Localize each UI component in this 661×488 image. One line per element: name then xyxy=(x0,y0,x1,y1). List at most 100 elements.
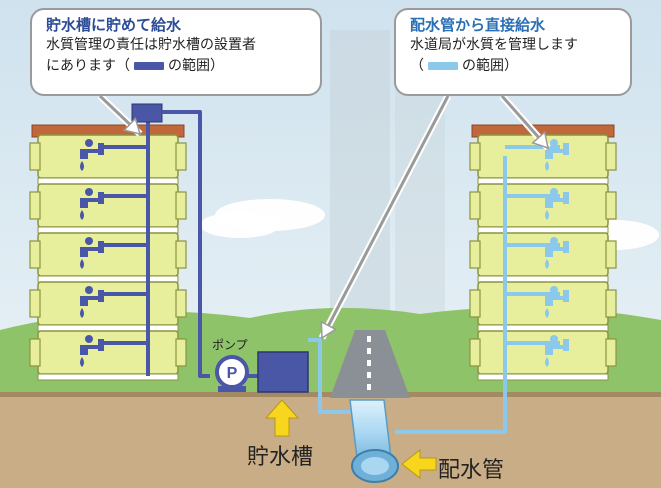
distribution-pipe-arrow-icon xyxy=(401,448,437,480)
building-floor xyxy=(477,183,609,228)
background-building xyxy=(330,30,390,320)
building-floor xyxy=(477,232,609,277)
road-marking xyxy=(367,360,371,366)
faucet-direct-icon-drop xyxy=(545,161,549,171)
ground xyxy=(0,395,661,488)
faucet-direct-icon-drop xyxy=(545,308,549,318)
background-building-2 xyxy=(395,90,445,320)
faucet-tank-icon xyxy=(80,143,104,159)
faucet-tank-icon xyxy=(80,339,104,355)
balcony-right xyxy=(175,191,187,220)
faucet-tank-icon-drop xyxy=(80,308,84,318)
callout-tank-supply: 貯水槽に貯めて給水 水質管理の責任は貯水槽の設置者 にあります（ の範囲） xyxy=(30,8,322,96)
tank-supply-pipe xyxy=(162,110,210,378)
road-marking xyxy=(367,348,371,354)
building-floor xyxy=(37,183,179,228)
pump-base xyxy=(218,386,246,392)
floor-slab xyxy=(37,373,179,381)
pointer-to-tank-arrow-head xyxy=(122,117,142,136)
building-floor xyxy=(477,281,609,326)
balcony-right xyxy=(605,240,617,269)
faucet-tank-icon-handle xyxy=(85,188,93,196)
faucet-direct-icon-drop xyxy=(545,259,549,269)
rooftop-tank xyxy=(131,103,163,123)
balcony-left xyxy=(29,240,41,269)
balcony-left xyxy=(29,289,41,318)
tank-pipe-swatch xyxy=(134,62,164,70)
callout-tank-supply-line2: にあります（ の範囲） xyxy=(46,56,308,77)
faucet-tank-icon xyxy=(80,290,104,306)
storage-tank-label: 貯水槽 xyxy=(247,445,314,470)
callout-direct-supply-line2-pre: （ xyxy=(410,58,424,74)
faucet-direct-icon-drop xyxy=(545,210,549,220)
faucet-tank-icon-handle xyxy=(85,286,93,294)
faucet-tank-icon-drop xyxy=(80,259,84,269)
floor-slab xyxy=(37,177,179,185)
pointer-to-faucet-arrow-head xyxy=(531,130,550,150)
building-floor xyxy=(37,330,179,375)
tank-inlet-pipe xyxy=(308,338,360,414)
balcony-right xyxy=(175,142,187,171)
faucet-direct-icon xyxy=(545,192,569,208)
balcony-right xyxy=(175,240,187,269)
distribution-pipe-label: 配水管 xyxy=(438,458,505,483)
road-marking xyxy=(367,372,371,378)
faucet-tank-icon xyxy=(80,192,104,208)
callout-tank-supply-line2-pre: にあります（ xyxy=(46,58,130,74)
faucet-direct-icon-drop xyxy=(545,357,549,367)
faucet-tank-icon-handle xyxy=(85,237,93,245)
faucet-tank-icon-handle xyxy=(85,139,93,147)
building-floor xyxy=(477,330,609,375)
balcony-left xyxy=(469,289,481,318)
callout-tank-supply-line1: 水質管理の責任は貯水槽の設置者 xyxy=(46,37,256,53)
faucet-tank-icon-drop xyxy=(80,210,84,220)
faucet-tank-icon-drop xyxy=(80,357,84,367)
floor-slab xyxy=(37,324,179,332)
balcony-right xyxy=(605,289,617,318)
distribution-main-opening xyxy=(361,457,389,475)
floor-slab xyxy=(477,324,609,332)
balcony-right xyxy=(175,289,187,318)
balcony-left xyxy=(469,191,481,220)
floor-slab xyxy=(477,373,609,381)
callout-direct-supply-title: 配水管から直接給水 xyxy=(410,16,546,34)
faucet-tank-icon xyxy=(80,241,104,257)
balcony-right xyxy=(605,142,617,171)
pointer-to-inlet-arrow xyxy=(320,95,450,339)
faucet-tank-icon-drop xyxy=(80,161,84,171)
direct-riser-pipe xyxy=(395,156,507,434)
pump-label: ポンプ xyxy=(212,338,248,352)
floor-slab xyxy=(477,177,609,185)
building-floor xyxy=(37,134,179,179)
faucet-tank-icon-handle xyxy=(85,335,93,343)
road-marking xyxy=(367,384,371,390)
storage-tank-arrow-icon xyxy=(264,399,300,437)
pointer-to-inlet-arrow-head xyxy=(320,320,338,340)
ground-edge xyxy=(0,392,661,397)
balcony-left xyxy=(469,338,481,367)
cloud xyxy=(200,212,280,238)
faucet-direct-icon xyxy=(545,143,569,159)
balcony-right xyxy=(175,338,187,367)
direct-pipe-swatch xyxy=(428,62,458,70)
callout-direct-supply-line1: 水道局が水質を管理します xyxy=(410,37,578,53)
storage-tank xyxy=(257,351,309,393)
building-floor xyxy=(37,281,179,326)
balcony-left xyxy=(29,338,41,367)
floor-slab xyxy=(477,226,609,234)
pump-symbol: P xyxy=(227,365,238,382)
faucet-direct-icon xyxy=(545,241,569,257)
floor-slab xyxy=(37,226,179,234)
callout-direct-supply-line2: （の範囲） xyxy=(410,56,618,77)
callout-direct-supply: 配水管から直接給水 水道局が水質を管理します （の範囲） xyxy=(394,8,632,96)
floor-slab xyxy=(477,275,609,283)
balcony-right xyxy=(605,191,617,220)
callout-tank-supply-line2-post: の範囲） xyxy=(168,58,224,74)
balcony-left xyxy=(469,142,481,171)
faucet-direct-icon xyxy=(545,339,569,355)
callout-tank-supply-title: 貯水槽に貯めて給水 xyxy=(46,16,182,34)
faucet-direct-icon xyxy=(545,290,569,306)
balcony-left xyxy=(29,142,41,171)
balcony-left xyxy=(469,240,481,269)
